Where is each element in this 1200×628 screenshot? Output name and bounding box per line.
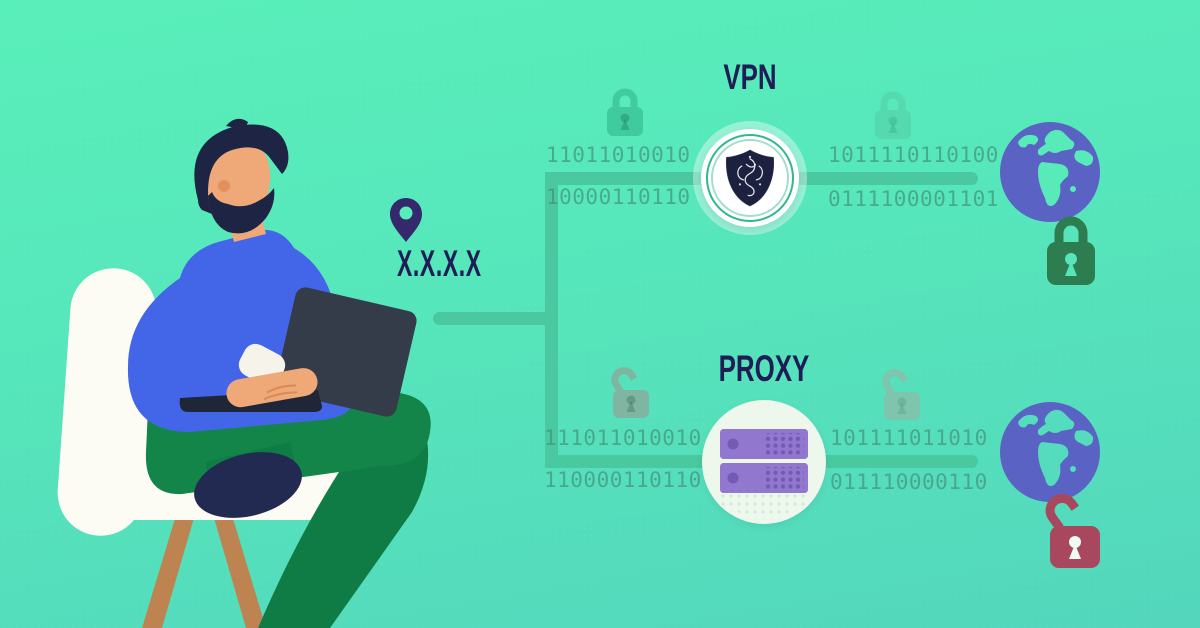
user-figure xyxy=(57,118,431,628)
proxy-binary-right-bottom: 011110000110 xyxy=(830,470,988,494)
proxy-lock-right-icon xyxy=(877,368,927,427)
proxy-lock-left-icon xyxy=(606,366,656,425)
proxy-binary-left-top: 111011010010 xyxy=(544,426,702,450)
proxy-server-circle xyxy=(702,400,826,524)
vpn-lock-left-icon xyxy=(603,85,647,144)
proxy-destination-lock-icon xyxy=(1042,488,1106,577)
le-vpn-shield-icon xyxy=(725,149,775,207)
vpn-binary-left-top: 11011010010 xyxy=(546,143,691,167)
vpn-lock-right-icon xyxy=(871,88,915,147)
vpn-title: VPN xyxy=(723,58,777,97)
vpn-destination-lock-icon xyxy=(1043,212,1099,293)
user-ip-label: X.X.X.X xyxy=(397,243,482,284)
proxy-servers-icon xyxy=(720,429,808,493)
vpn-shield-badge xyxy=(693,121,807,235)
location-pin-icon xyxy=(389,197,423,248)
vpn-binary-right-top: 1011110110100 xyxy=(828,143,999,167)
vpn-destination-globe-icon xyxy=(998,120,1102,229)
badge-outer-ring xyxy=(706,134,794,222)
proxy-binary-right-top: 101111011010 xyxy=(830,426,988,450)
badge-inner-ring xyxy=(711,139,789,217)
vpn-binary-right-bottom: 0111100001101 xyxy=(828,187,999,211)
vpn-binary-left-bottom: 10000110110 xyxy=(546,185,691,209)
proxy-destination-globe-icon xyxy=(998,400,1102,509)
line-from-user xyxy=(433,312,554,325)
proxy-binary-left-bottom: 110000110110 xyxy=(544,468,702,492)
proxy-title: PROXY xyxy=(718,348,810,389)
line-branch-vertical xyxy=(545,172,558,468)
